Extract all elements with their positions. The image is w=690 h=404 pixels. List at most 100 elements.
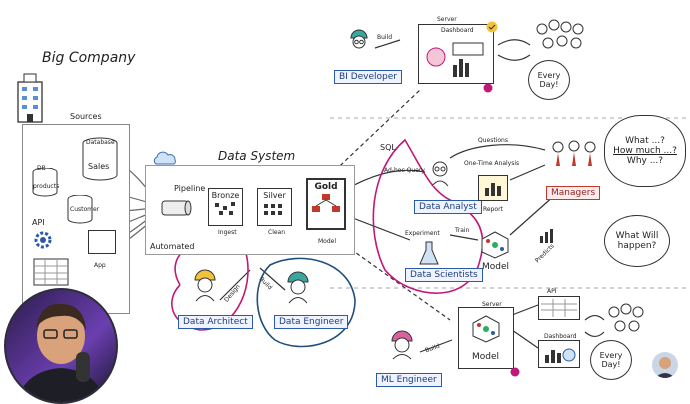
sales-db-icon	[80, 137, 120, 181]
role-data-analyst[interactable]: Data Analyst	[414, 200, 482, 214]
navy-loop-engineer	[256, 257, 356, 348]
bottom-model-label: Model	[472, 352, 500, 362]
arrow-api	[511, 304, 539, 316]
app-window-icon	[88, 230, 116, 254]
top-server-box[interactable]: Dashboard	[418, 24, 494, 84]
report-label: Report	[483, 206, 503, 213]
sql-label: SQL	[380, 143, 396, 152]
bottom-model-cube-icon	[472, 315, 500, 343]
bottom-users-group-icon	[604, 300, 654, 338]
silver-layer[interactable]: Silver	[257, 188, 292, 226]
silver-blocks-icon	[264, 204, 282, 215]
arrow-build-bottom	[419, 339, 453, 353]
data-analyst-avatar	[428, 158, 452, 188]
arrow-predicts	[509, 194, 556, 236]
arrow-sql	[344, 169, 426, 191]
bottom-dashboard-label: Dashboard	[544, 333, 577, 340]
role-managers[interactable]: Managers	[546, 186, 601, 200]
check-badge-icon	[486, 18, 498, 33]
question-how: How much ...?	[613, 146, 677, 156]
role-data-architect[interactable]: Data Architect	[178, 315, 253, 329]
arrow-report-managers	[509, 164, 546, 181]
data-engineer-avatar	[285, 270, 311, 304]
bottom-dashboard-box[interactable]	[538, 340, 580, 368]
ml-engineer-avatar	[390, 330, 414, 360]
bronze-sub: Ingest	[218, 229, 237, 236]
top-server-label: Server	[437, 16, 457, 23]
role-ml-engineer[interactable]: ML Engineer	[376, 373, 442, 387]
bi-developer-avatar	[348, 28, 370, 54]
arrow-gold-scientists	[344, 214, 411, 241]
bronze-blocks-icon	[215, 202, 235, 215]
train-label: Train	[455, 227, 470, 234]
database-label: Database	[86, 139, 115, 146]
dashboard-label: Dashboard	[441, 27, 474, 34]
experiment-label: Experiment	[405, 230, 440, 237]
questions-bubble: What ...? How much ...? Why ...?	[604, 115, 686, 187]
arrow-bottom-users-1	[584, 314, 605, 321]
silver-sub: Clean	[268, 229, 286, 236]
dashboard-charts-icon	[426, 42, 484, 77]
arrow-gold-to-ml-server	[344, 244, 451, 321]
arrow-build-top	[374, 39, 401, 49]
bronze-layer[interactable]: Bronze	[208, 188, 243, 226]
adhoc-label: Ad-hoc Query	[384, 167, 425, 174]
bottom-server-box[interactable]: Model	[458, 307, 514, 369]
data-architect-avatar	[192, 268, 218, 302]
customer-db-icon	[65, 194, 95, 225]
api-table-icon	[541, 299, 577, 317]
sales-label: Sales	[88, 162, 110, 171]
silver-label: Silver	[263, 191, 286, 200]
arrow-bottom-users-2	[584, 331, 605, 338]
arrow-server-users-1	[497, 39, 531, 46]
db-label: DB	[37, 165, 46, 172]
question-what: What ...?	[625, 136, 665, 146]
flask-icon	[418, 240, 440, 266]
arrow-questions	[449, 144, 546, 159]
customer-label: Customer	[70, 206, 100, 213]
users-group-icon	[532, 15, 592, 60]
company-title: Big Company	[42, 50, 136, 66]
model-cube-icon	[480, 230, 510, 260]
data-system-title: Data System	[218, 149, 296, 163]
building-icon	[15, 72, 45, 124]
bottom-server-badge-icon	[510, 362, 520, 377]
presenter-webcam	[4, 288, 118, 404]
bottom-server-label: Server	[482, 301, 502, 308]
question-why: Why ...?	[626, 156, 664, 166]
arrow-train	[449, 234, 479, 241]
report-chart-icon	[485, 183, 501, 196]
gold-model-icon	[312, 194, 340, 212]
gold-sub: Model	[318, 238, 337, 245]
model-label: Model	[482, 262, 510, 272]
author-avatar	[652, 352, 678, 378]
products-label: products	[33, 183, 60, 190]
bottom-dashboard-chart-icon	[545, 348, 576, 363]
gold-layer[interactable]: Gold	[306, 178, 346, 230]
sources-label: Sources	[70, 112, 102, 121]
arrow-server-users-2	[497, 54, 531, 61]
report-box[interactable]	[478, 175, 508, 201]
cloud-icon	[152, 150, 178, 165]
every-day-bubble-top: Every Day!	[528, 60, 570, 100]
api-label: API	[32, 218, 45, 227]
arrow-design	[219, 269, 251, 301]
role-data-engineer[interactable]: Data Engineer	[274, 315, 349, 329]
app-label: App	[94, 262, 106, 269]
role-bi-developer[interactable]: BI Developer	[334, 70, 402, 84]
gold-label: Gold	[314, 182, 338, 192]
spreadsheet-icon	[33, 258, 69, 286]
managers-group-icon	[548, 138, 600, 172]
role-data-scientists[interactable]: Data Scientists	[405, 268, 483, 282]
products-db-icon	[30, 167, 60, 198]
what-will-bubble: What Will happen?	[604, 215, 670, 267]
gear-icon	[32, 229, 54, 251]
api-output-label: API	[547, 288, 557, 295]
build-top-label: Build	[377, 34, 393, 41]
api-output-box[interactable]	[538, 296, 580, 320]
questions-label: Questions	[478, 137, 508, 144]
arrow-dashboard	[511, 329, 539, 349]
automated-label: Automated	[150, 242, 195, 251]
pipeline-icon	[160, 197, 192, 219]
every-day-bubble-bottom: Every Day!	[590, 340, 632, 380]
